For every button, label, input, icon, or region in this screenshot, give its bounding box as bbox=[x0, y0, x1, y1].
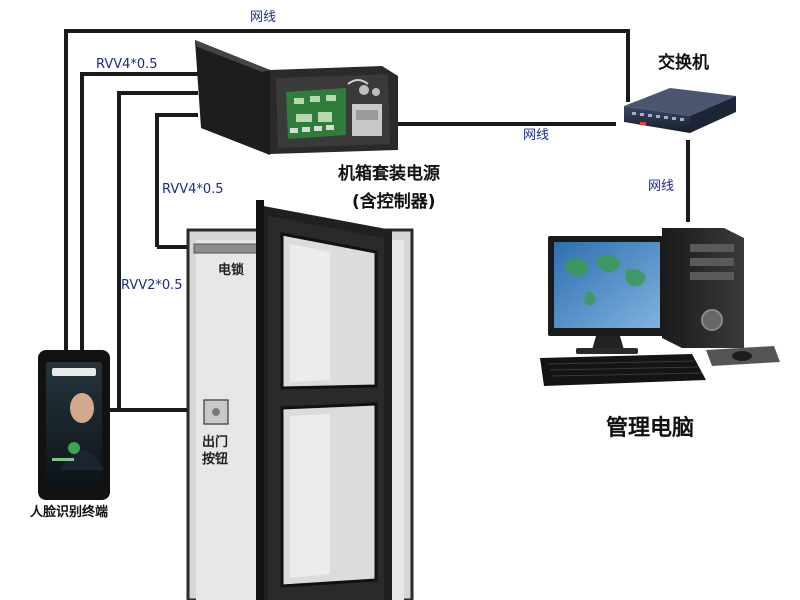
network-switch bbox=[624, 88, 736, 133]
electric-lock bbox=[193, 243, 259, 254]
computer-label: 管理电脑 bbox=[606, 416, 695, 441]
terminal-label: 人脸识别终端 bbox=[30, 505, 109, 520]
rvv4-cable-lock bbox=[155, 113, 198, 247]
cable-label-network-switch-pc: 网线 bbox=[648, 179, 675, 194]
cable-label-rvv4-lower: RVV4*0.5 bbox=[162, 182, 224, 197]
door-assembly bbox=[186, 200, 414, 600]
exit-button-label-line1: 出门 bbox=[202, 435, 229, 450]
power-box-sublabel: (含控制器) bbox=[352, 192, 436, 212]
cable-label-network-box-switch: 网线 bbox=[523, 128, 550, 143]
cable-label-rvv2: RVV2*0.5 bbox=[121, 278, 183, 293]
lock-label: 电锁 bbox=[218, 263, 245, 278]
mouse bbox=[732, 351, 752, 361]
management-computer bbox=[540, 228, 780, 386]
power-controller-box bbox=[195, 40, 398, 155]
face-recognition-terminal bbox=[38, 350, 110, 500]
exit-button-label-line2: 按钮 bbox=[202, 452, 229, 467]
power-box-label: 机箱套装电源 bbox=[338, 164, 440, 184]
rvv4-cable-terminal-to-box bbox=[80, 72, 198, 352]
cable-label-network-top: 网线 bbox=[250, 10, 277, 25]
network-cable-top bbox=[64, 29, 630, 352]
switch-label: 交换机 bbox=[658, 53, 709, 73]
cable-label-rvv4-upper: RVV4*0.5 bbox=[96, 57, 158, 72]
rvv2-cable-box bbox=[117, 91, 198, 408]
